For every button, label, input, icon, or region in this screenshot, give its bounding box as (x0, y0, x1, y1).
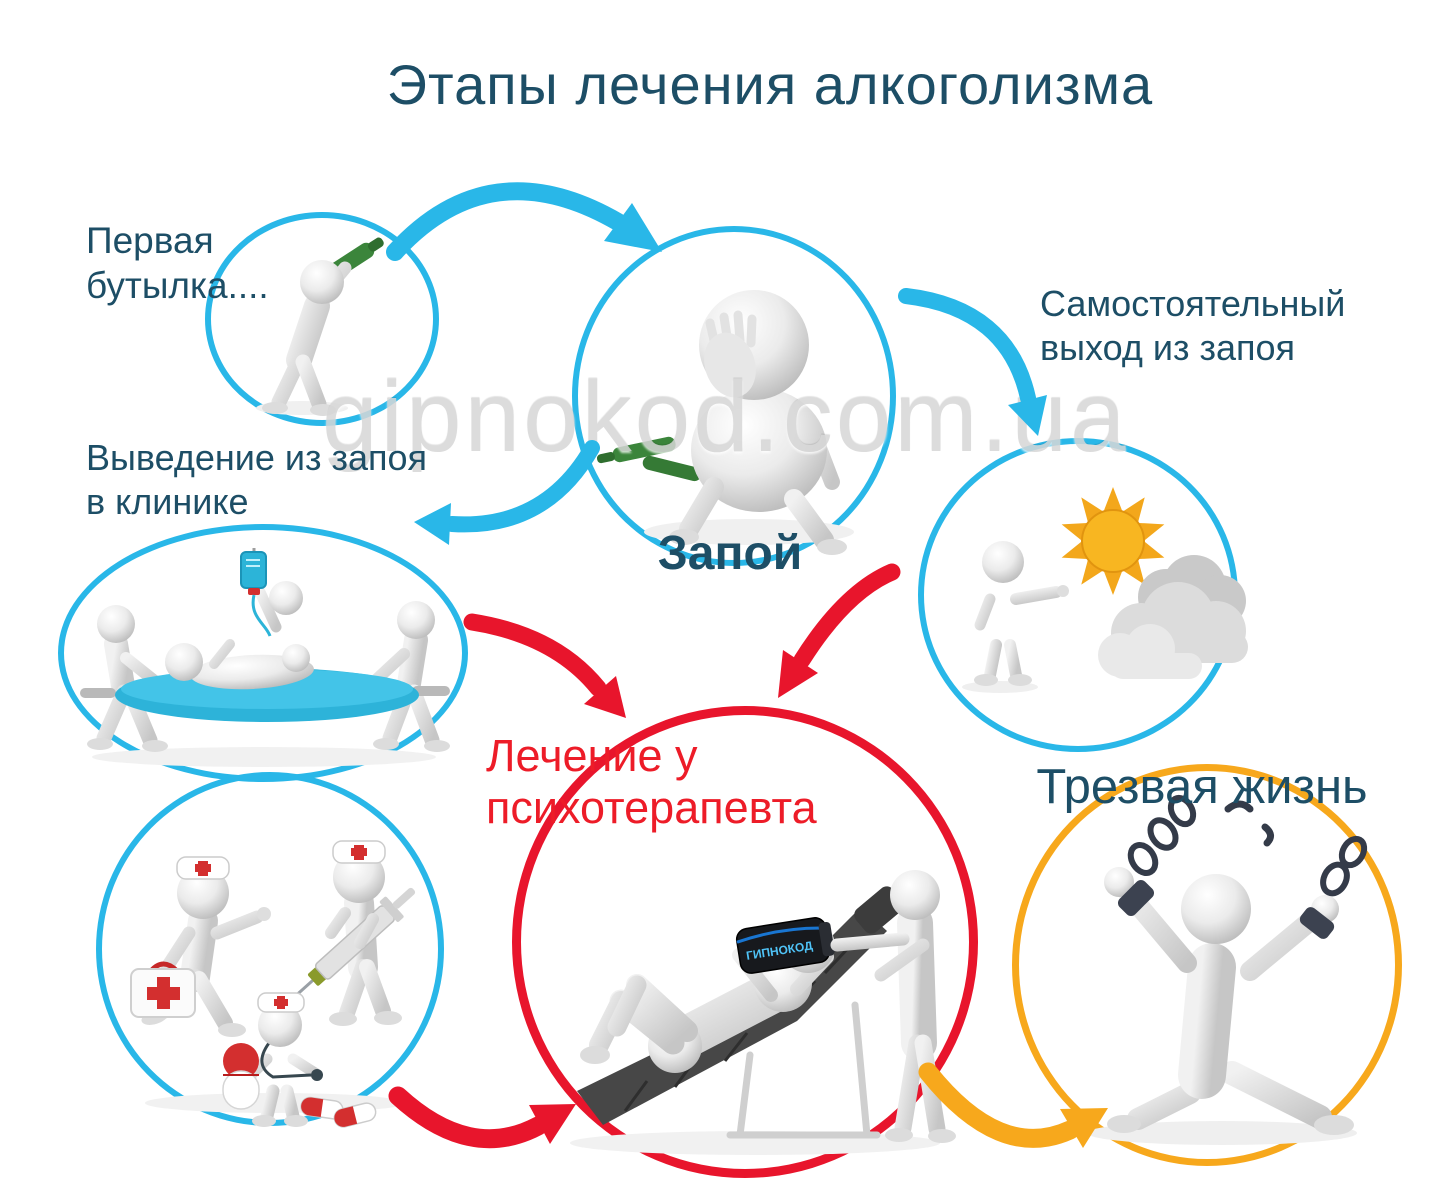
stethoscope-icon (260, 1042, 323, 1081)
sunny-outlook-icon (962, 487, 1248, 693)
vr-headset-icon: ГИПНОКОД (735, 917, 835, 974)
patient-figure-icon (165, 639, 314, 690)
stage-clinic-detox-circle (58, 524, 468, 782)
watermark: gipnokod.com.ua (322, 361, 1129, 473)
label-clinic-detox: Выведение из запоя в клинике (86, 437, 428, 522)
breaking-chains-figure-icon (1087, 794, 1368, 1145)
drinking-figure-icon (256, 237, 384, 416)
nurse-cap-icon (332, 840, 386, 864)
carrier-right-figure-icon (370, 601, 450, 752)
arrow-self-exit-to-psychotherapy (778, 563, 901, 698)
label-psychotherapy: Лечение у психотерапевта (486, 730, 817, 833)
facepalm-hand-icon (704, 310, 757, 398)
arrow-clinic-to-psychotherapy (463, 613, 626, 718)
doctors-scene-icon (130, 840, 416, 1128)
gesturing-figure-icon (974, 541, 1069, 686)
stretcher-scene-icon (80, 548, 450, 767)
stage-self-exit-circle (918, 438, 1248, 752)
broken-chains-icon (1117, 794, 1368, 939)
clouds-icon (1098, 555, 1248, 679)
stage-medical-team-circle (96, 772, 444, 1128)
label-binge: Запой (657, 527, 803, 580)
despair-figure-icon (596, 290, 854, 555)
hypnotherapy-scene-icon: ГИПНОКОД (570, 870, 956, 1155)
sun-icon (1061, 487, 1165, 595)
doctor-with-syringe-figure-icon (280, 840, 416, 1026)
label-sober-life: Трезвая жизнь (1036, 760, 1368, 814)
stage-first-bottle-circle (205, 212, 439, 426)
stage-binge-circle (572, 226, 896, 566)
iv-drip-icon (240, 548, 272, 637)
label-first-bottle: Первая бутылка.... (86, 220, 269, 307)
nurse-cap-icon (176, 856, 230, 880)
stage-sober-life-circle (1012, 764, 1402, 1166)
first-aid-kit-icon (130, 961, 196, 1018)
nurse-cap-icon (257, 992, 305, 1013)
pills-icon (222, 1043, 377, 1128)
page-title: Этапы лечения алкоголизма (386, 53, 1154, 116)
label-self-exit: Самостоятельный выход из запоя (1040, 283, 1346, 368)
stage-psychotherapy-circle: ГИПНОКОД (512, 706, 978, 1178)
